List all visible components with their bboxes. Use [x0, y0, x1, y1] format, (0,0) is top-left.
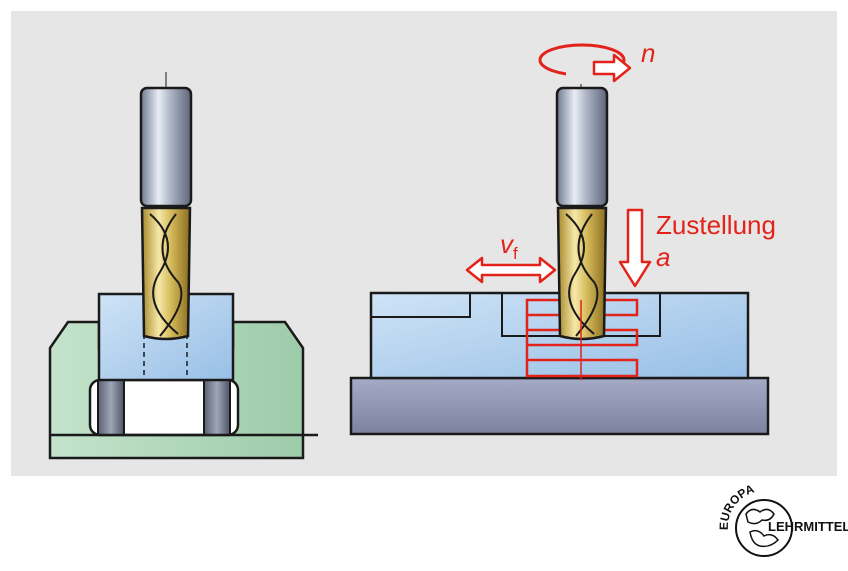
feed-velocity-subscript: f: [513, 244, 518, 263]
down-arrow-icon: [618, 208, 652, 288]
rotation-arrow-icon: [538, 43, 632, 84]
double-arrow-icon: [465, 256, 557, 284]
logo-right-text: LEHRMITTEL: [768, 519, 848, 534]
tool-shank-left: [139, 86, 193, 208]
logo-continents: [745, 508, 779, 548]
machine-table: [349, 376, 770, 436]
tool-flutes-right: [556, 206, 608, 341]
flute-helix-left: [149, 213, 183, 337]
right-machine-table-assembly: [349, 291, 770, 436]
support-pillar-right: [203, 379, 231, 436]
flute-helix-right: [565, 213, 599, 337]
end-mill-right: [555, 72, 609, 380]
rotation-label: n: [641, 38, 655, 68]
tool-flutes-left: [140, 206, 192, 341]
infeed-label: Zustellung: [656, 210, 776, 240]
left-fixture-assembly: [48, 292, 318, 460]
logo-globe: [735, 499, 793, 557]
feed-velocity-symbol: v: [500, 229, 515, 259]
support-pillar-left: [97, 379, 125, 436]
workpiece-step: [371, 293, 471, 318]
tool-path-zigzag: [525, 298, 639, 378]
tool-shank-right: [555, 86, 609, 208]
end-mill-left: [139, 72, 193, 341]
feed-velocity-label: vf: [500, 229, 518, 263]
infeed-symbol-label: a: [656, 242, 670, 272]
europa-lehrmittel-logo: EUROPA LEHRMITTEL: [717, 482, 848, 557]
